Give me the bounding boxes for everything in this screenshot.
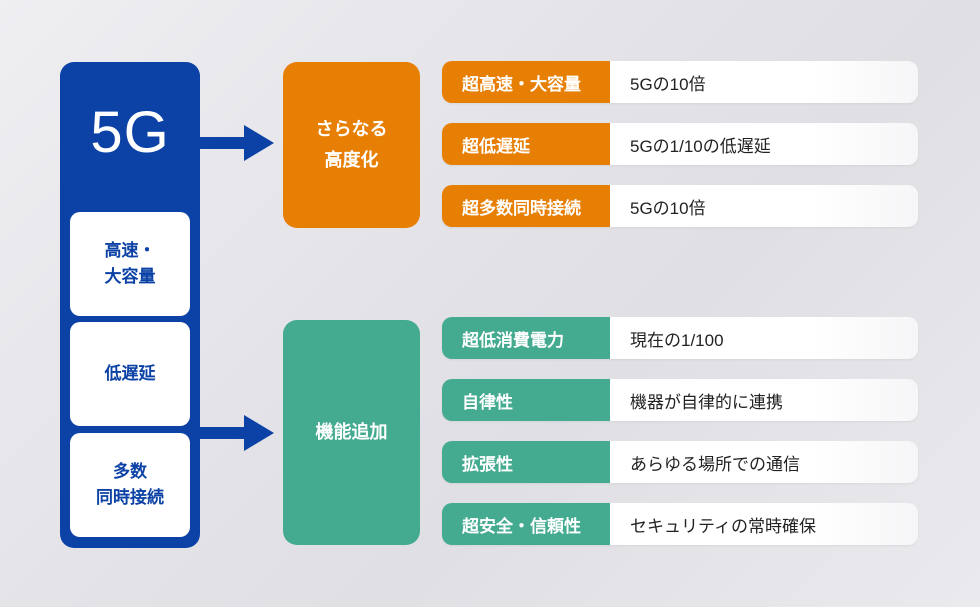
row-value: 機器が自律的に連携 xyxy=(610,379,918,421)
5g-feature-massive-connections: 多数 同時接続 xyxy=(70,433,190,537)
row-label: 超多数同時接続 xyxy=(442,185,610,227)
row-value: 現在の1/100 xyxy=(610,317,918,359)
5g-feature-low-latency: 低遅延 xyxy=(70,322,190,426)
row-label: 超安全・信頼性 xyxy=(442,503,610,545)
row-value: 5Gの10倍 xyxy=(610,185,918,227)
5g-feature-speed-capacity: 高速・ 大容量 xyxy=(70,212,190,316)
table-row: 超安全・信頼性 セキュリティの常時確保 xyxy=(442,503,918,545)
category-further-advancement: さらなる 高度化 xyxy=(283,62,420,228)
row-label: 超低消費電力 xyxy=(442,317,610,359)
arrow-right-icon xyxy=(198,125,274,161)
table-row: 超低消費電力 現在の1/100 xyxy=(442,317,918,359)
table-row: 拡張性 あらゆる場所での通信 xyxy=(442,441,918,483)
row-value: 5Gの1/10の低遅延 xyxy=(610,123,918,165)
5g-column: 5G 高速・ 大容量 低遅延 多数 同時接続 xyxy=(60,62,200,548)
arrow-right-icon xyxy=(198,415,274,451)
5g-title: 5G xyxy=(90,99,170,165)
row-label: 自律性 xyxy=(442,379,610,421)
table-row: 超高速・大容量 5Gの10倍 xyxy=(442,61,918,103)
row-label: 拡張性 xyxy=(442,441,610,483)
table-row: 超多数同時接続 5Gの10倍 xyxy=(442,185,918,227)
category-added-functions: 機能追加 xyxy=(283,320,420,545)
row-label: 超高速・大容量 xyxy=(442,61,610,103)
table-row: 超低遅延 5Gの1/10の低遅延 xyxy=(442,123,918,165)
row-label: 超低遅延 xyxy=(442,123,610,165)
row-value: 5Gの10倍 xyxy=(610,61,918,103)
row-value: あらゆる場所での通信 xyxy=(610,441,918,483)
table-row: 自律性 機器が自律的に連携 xyxy=(442,379,918,421)
row-value: セキュリティの常時確保 xyxy=(610,503,918,545)
